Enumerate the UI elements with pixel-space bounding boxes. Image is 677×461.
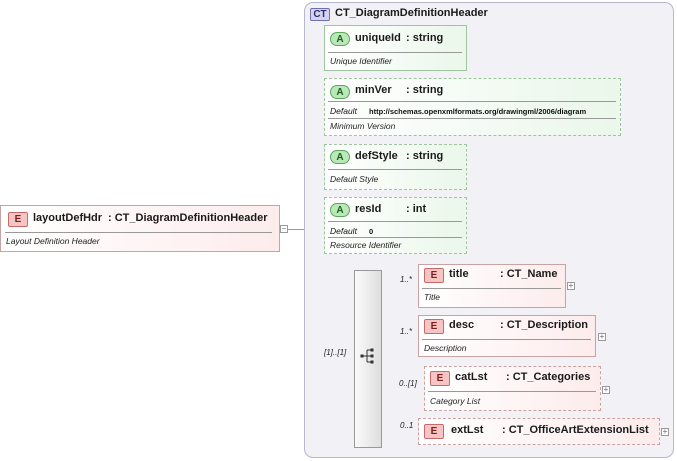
root-element-name: layoutDefHdr (33, 212, 103, 224)
default-label: Default (330, 226, 357, 236)
attribute-name: resId (355, 203, 382, 215)
attribute-badge: A (330, 150, 350, 164)
attribute-doc: Default Style (330, 174, 379, 184)
attribute-badge: A (330, 203, 350, 217)
attribute-rule (328, 237, 462, 238)
attribute-doc: Minimum Version (330, 121, 396, 131)
element-name: desc (449, 319, 475, 331)
element-rule (428, 391, 596, 392)
sequence-icon (360, 348, 374, 364)
title-expand-toggle[interactable]: + (567, 281, 575, 290)
element-cardinality: 1..* (400, 327, 413, 336)
attribute-rule (328, 169, 462, 170)
catlst-expand-toggle[interactable]: + (602, 385, 610, 394)
element-type: : CT_Categories (506, 371, 591, 383)
attribute-name: minVer (355, 84, 392, 96)
element-name: title (449, 268, 469, 280)
element-badge: E (424, 268, 444, 283)
element-rule (422, 339, 591, 340)
attribute-rule (328, 101, 616, 102)
element-box-catlst[interactable] (424, 366, 601, 411)
element-cardinality: 1..* (400, 275, 413, 284)
attribute-badge: A (330, 32, 350, 46)
element-doc: Title (424, 292, 440, 302)
desc-expand-toggle[interactable]: + (598, 332, 606, 341)
root-element-type: : CT_DiagramDefinitionHeader (108, 212, 268, 224)
attribute-type: : int (406, 203, 427, 215)
default-label: Default (330, 106, 357, 116)
element-badge: E (8, 212, 28, 227)
element-type: : CT_OfficeArtExtensionList (502, 424, 649, 436)
element-badge: E (430, 371, 450, 386)
root-element-doc: Layout Definition Header (6, 236, 100, 246)
element-box-desc[interactable] (418, 315, 596, 357)
attribute-type: : string (406, 84, 444, 96)
element-cardinality: 0..[1] (399, 379, 417, 388)
complex-type-name: CT_DiagramDefinitionHeader (335, 7, 488, 19)
sequence-compositor[interactable] (354, 270, 382, 448)
complex-type-badge: CT (310, 8, 330, 21)
attribute-type: : string (406, 32, 444, 44)
attribute-doc: Resource Identifier (330, 240, 402, 250)
element-rule (422, 288, 561, 289)
attribute-box-resid[interactable] (324, 197, 467, 254)
element-box-extlst[interactable] (418, 418, 660, 445)
attribute-box-minver[interactable] (324, 78, 621, 136)
extlst-expand-toggle[interactable]: + (661, 427, 669, 436)
element-badge: E (424, 424, 444, 439)
sequence-cardinality: [1]..[1] (324, 348, 347, 357)
element-type: : CT_Description (500, 319, 589, 331)
element-name: catLst (455, 371, 488, 383)
root-connector (282, 229, 316, 230)
element-doc: Category List (430, 396, 481, 406)
root-rule (5, 232, 272, 233)
element-type: : CT_Name (500, 268, 558, 280)
attribute-badge: A (330, 85, 350, 99)
attribute-doc: Unique Identifier (330, 56, 392, 66)
root-element-box[interactable] (0, 205, 280, 252)
default-value: http://schemas.openxmlformats.org/drawin… (369, 107, 587, 116)
attribute-box-uniqueid[interactable] (324, 25, 467, 71)
element-cardinality: 0..1 (400, 421, 414, 430)
root-collapse-toggle[interactable]: − (280, 224, 288, 233)
default-value: 0 (369, 227, 374, 236)
element-name: extLst (451, 424, 484, 436)
attribute-rule (328, 118, 616, 119)
attribute-name: uniqueId (355, 32, 401, 44)
attribute-rule (328, 52, 462, 53)
attribute-type: : string (406, 150, 444, 162)
attribute-rule (328, 221, 462, 222)
element-badge: E (424, 319, 444, 334)
element-doc: Description (424, 343, 467, 353)
attribute-name: defStyle (355, 150, 398, 162)
